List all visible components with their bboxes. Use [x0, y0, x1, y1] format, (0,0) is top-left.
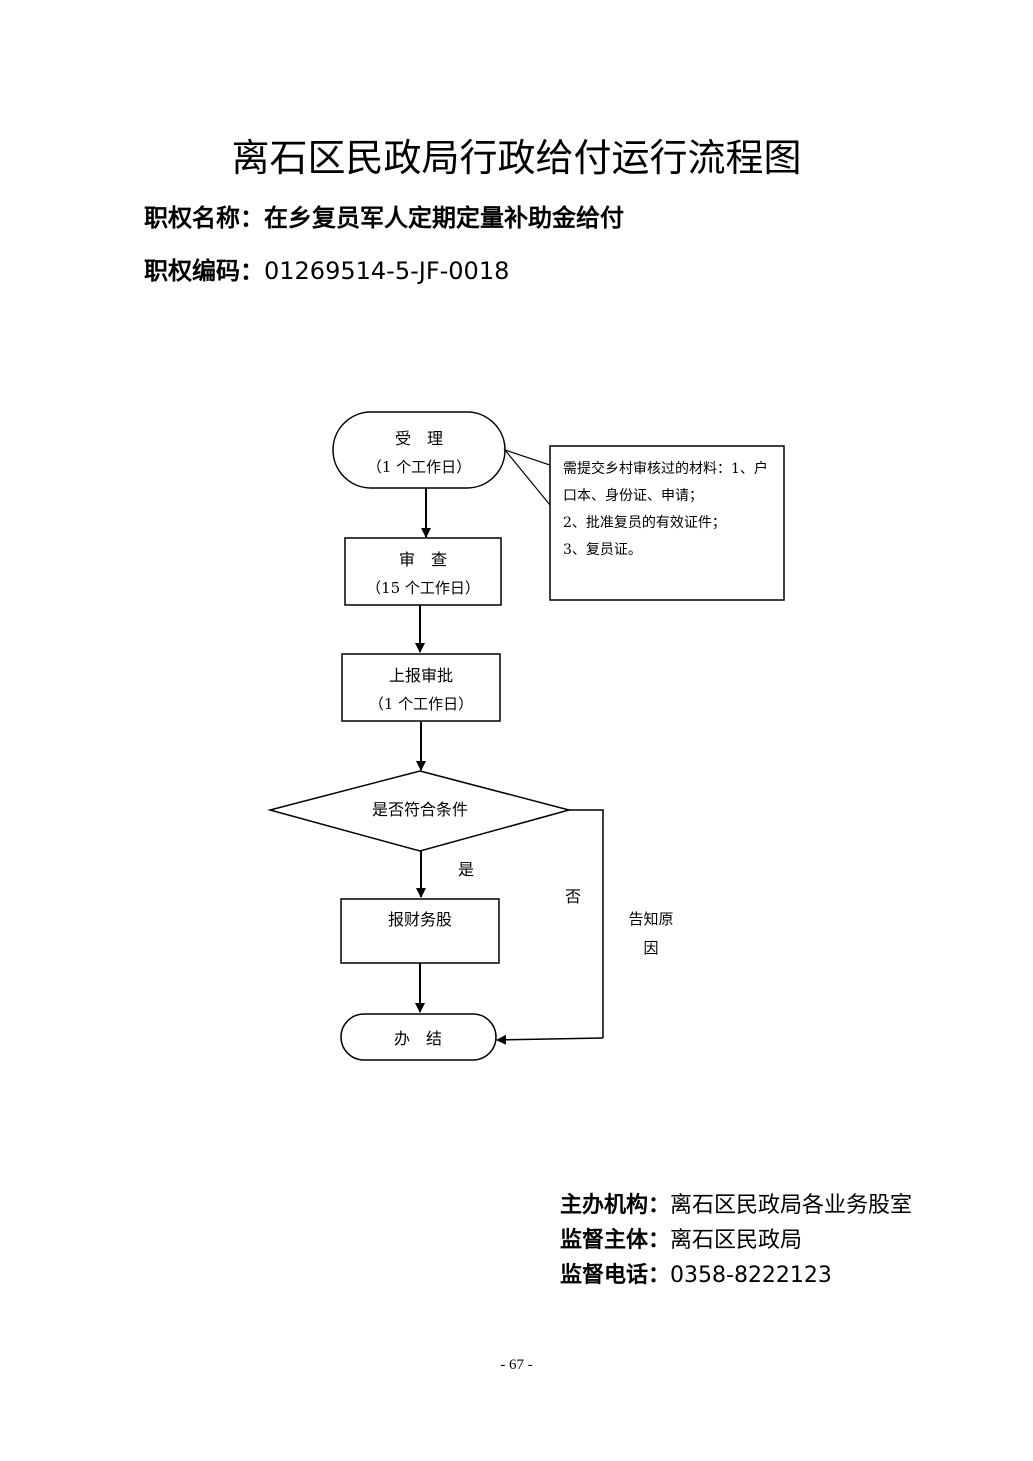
authority-name-label: 职权名称：: [144, 204, 264, 232]
note-callout-pointer: [503, 448, 551, 507]
accept-title: 受 理: [395, 429, 443, 448]
complete-label: 办 结: [394, 1029, 442, 1048]
footer-phone-line: 监督电话：0358-8222123: [560, 1260, 832, 1292]
authority-code-label: 职权编码：: [144, 257, 264, 285]
note-line-3: 2、批准复员的有效证件；: [563, 514, 726, 531]
required-materials-note: 需提交乡村审核过的材料：1、户 口本、身份证、申请； 2、批准复员的有效证件； …: [549, 445, 785, 601]
authority-code-value: 01269514-5-JF-0018: [264, 257, 510, 285]
submit-approval-duration: （1 个工作日）: [369, 695, 473, 713]
authority-name-line: 职权名称：在乡复员军人定期定量补助金给付: [144, 201, 624, 235]
reject-reason-line-2: 因: [643, 939, 658, 957]
page-title: 离石区民政局行政给付运行流程图: [231, 136, 802, 180]
finance-label: 报财务股: [388, 910, 452, 929]
review-duration: （15 个工作日）: [366, 579, 480, 597]
phone-value: 0358-8222123: [670, 1263, 832, 1288]
supervisor-value: 离石区民政局: [670, 1228, 803, 1253]
note-line-2: 口本、身份证、申请；: [563, 488, 703, 504]
yes-label: 是: [458, 860, 474, 879]
note-line-4: 3、复员证。: [563, 541, 642, 558]
accept-duration: （1 个工作日）: [367, 458, 471, 476]
complete-node: 办 结: [340, 1013, 497, 1061]
arrow-no-to-end: [496, 1034, 604, 1045]
submit-approval-title: 上报审批: [389, 666, 453, 685]
page-number: - 67 -: [500, 1357, 533, 1373]
footer-organizer-line: 主办机构：离石区民政局各业务股室: [560, 1190, 912, 1222]
organizer-label: 主办机构：: [560, 1193, 671, 1218]
eligibility-decision: 是否符合条件: [267, 770, 572, 852]
submit-approval-node: 上报审批 （1 个工作日）: [341, 653, 501, 722]
accept-node: 受 理 （1 个工作日）: [332, 411, 506, 489]
supervisor-label: 监督主体：: [560, 1228, 671, 1253]
note-line-1: 需提交乡村审核过的材料：1、户: [563, 460, 768, 477]
finance-node: 报财务股: [340, 898, 500, 964]
footer-supervisor-line: 监督主体：离石区民政局: [560, 1225, 802, 1257]
review-title: 审 查: [399, 550, 447, 569]
phone-label: 监督电话：: [560, 1263, 671, 1288]
no-label: 否: [565, 887, 581, 906]
review-node: 审 查 （15 个工作日）: [344, 537, 502, 606]
decision-label: 是否符合条件: [372, 800, 468, 819]
authority-code-line: 职权编码：01269514-5-JF-0018: [144, 254, 509, 288]
authority-name-value: 在乡复员军人定期定量补助金给付: [264, 204, 624, 232]
reject-reason-line-1: 告知原: [628, 910, 673, 928]
organizer-value: 离石区民政局各业务股室: [670, 1193, 913, 1218]
no-branch-line: [569, 809, 604, 1038]
